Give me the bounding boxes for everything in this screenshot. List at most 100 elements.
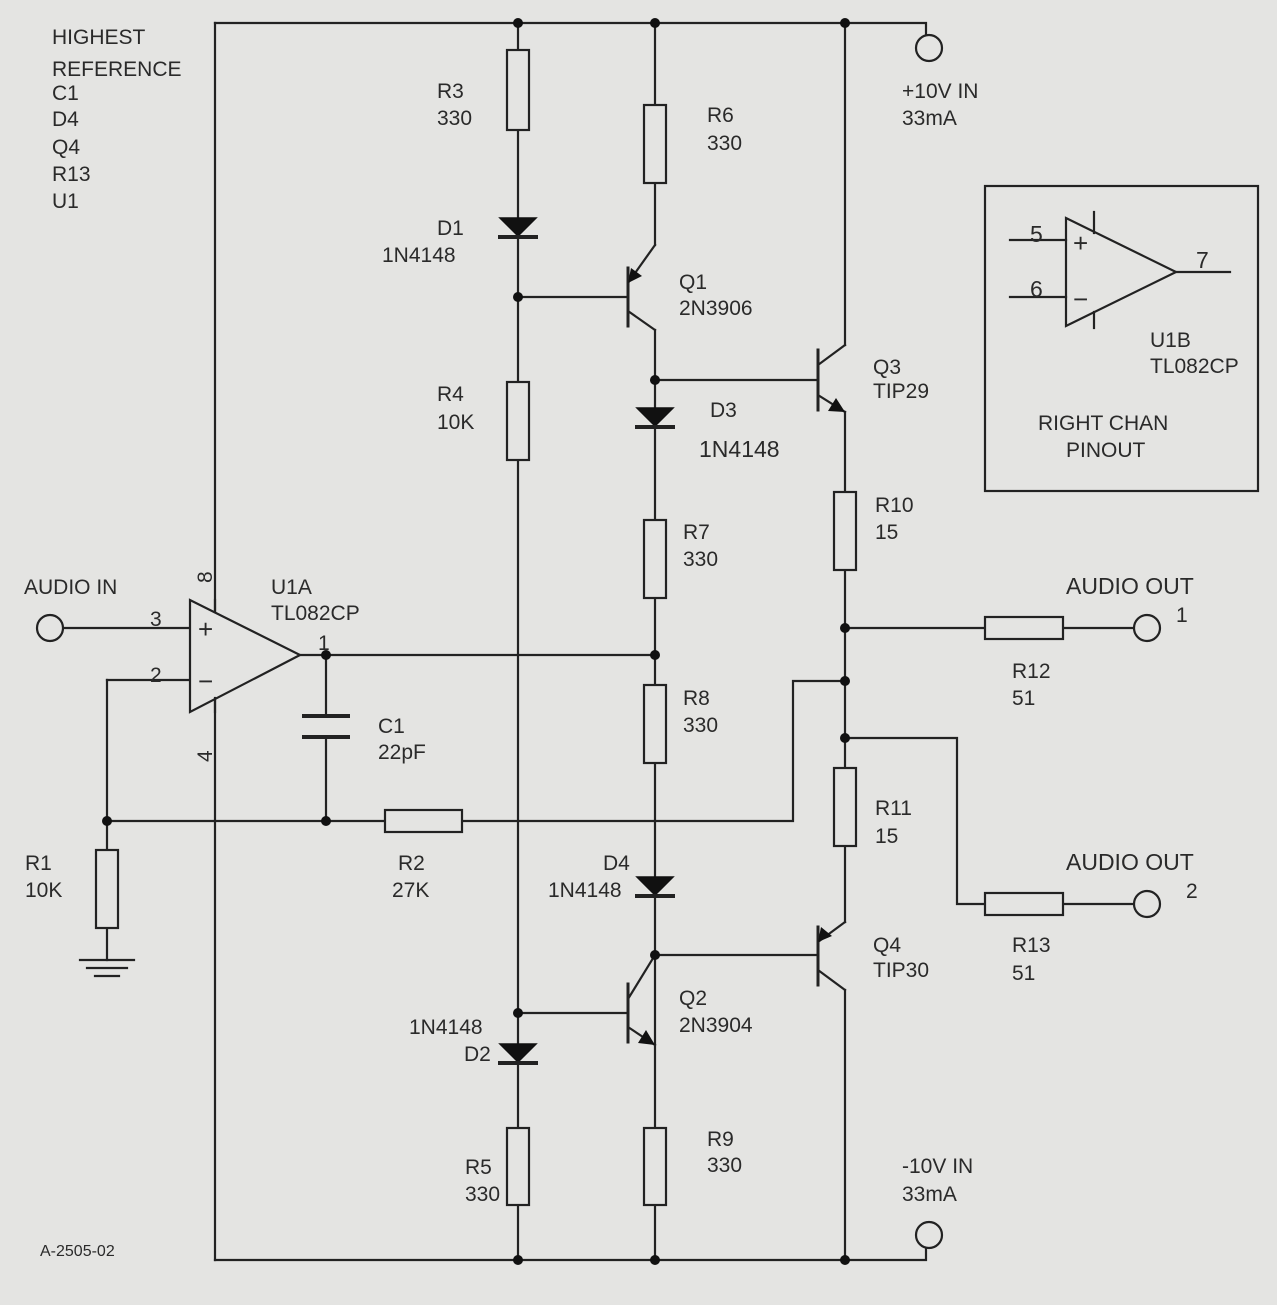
q1-ref: Q1 bbox=[679, 271, 707, 294]
r9-value: 330 bbox=[707, 1154, 742, 1177]
q3-ref: Q3 bbox=[873, 356, 901, 379]
resistor-r1-body bbox=[94, 848, 120, 930]
r3-ref: R3 bbox=[437, 80, 464, 103]
q1-part: 2N3906 bbox=[679, 297, 753, 320]
r1-ref: R1 bbox=[25, 852, 52, 875]
transistor-q2-symbol bbox=[626, 953, 657, 1047]
d1-ref: D1 bbox=[437, 217, 464, 240]
r1-value: 10K bbox=[25, 879, 62, 902]
c1-ref: C1 bbox=[378, 715, 405, 738]
resistor-r4-body bbox=[505, 380, 531, 462]
r9-ref: R9 bbox=[707, 1128, 734, 1151]
d3-part: 1N4148 bbox=[699, 436, 780, 462]
r8-value: 330 bbox=[683, 714, 718, 737]
resistor-r6-body bbox=[642, 103, 668, 185]
r4-ref: R4 bbox=[437, 383, 464, 406]
u1a-pin-vplus: 8 bbox=[194, 571, 217, 583]
r13-value: 51 bbox=[1012, 962, 1035, 985]
resistor-bodies bbox=[94, 48, 1065, 1207]
r10-value: 15 bbox=[875, 521, 898, 544]
d2-ref: D2 bbox=[464, 1043, 491, 1066]
q2-part: 2N3904 bbox=[679, 1014, 753, 1037]
u1b-pin-plus: 5 bbox=[1030, 221, 1043, 247]
vminus-terminal bbox=[914, 1220, 944, 1250]
d2-part: 1N4148 bbox=[409, 1016, 483, 1039]
audio-out1-terminal bbox=[1132, 613, 1162, 643]
highest-reference-item: U1 bbox=[52, 190, 79, 213]
highest-reference-item: Q4 bbox=[52, 136, 80, 159]
u1a-pin-vminus: 4 bbox=[194, 750, 217, 762]
r7-value: 330 bbox=[683, 548, 718, 571]
u1a-ref: U1A bbox=[271, 576, 312, 599]
r3-value: 330 bbox=[437, 107, 472, 130]
audio-out2-terminal bbox=[1132, 889, 1162, 919]
resistor-r5-body bbox=[505, 1126, 531, 1207]
r2-ref: R2 bbox=[398, 852, 425, 875]
r5-ref: R5 bbox=[465, 1156, 492, 1179]
resistor-r8-body bbox=[642, 683, 668, 765]
u1b-pinout-inset bbox=[983, 184, 1260, 493]
resistor-r12-body bbox=[983, 615, 1065, 641]
audio-out2-label: AUDIO OUT bbox=[1066, 849, 1194, 875]
u1a-pin-minus: 2 bbox=[150, 664, 162, 687]
resistor-r9-body bbox=[642, 1126, 668, 1207]
vminus-current: 33mA bbox=[902, 1183, 957, 1206]
audio-out2-number: 2 bbox=[1186, 880, 1198, 903]
u1b-plus-sign: + bbox=[1073, 228, 1088, 258]
highest-reference-item: D4 bbox=[52, 108, 79, 131]
u1a-part: TL082CP bbox=[271, 602, 360, 625]
r7-ref: R7 bbox=[683, 521, 710, 544]
r10-ref: R10 bbox=[875, 494, 914, 517]
diode-d1-symbol bbox=[498, 217, 538, 239]
d4-part: 1N4148 bbox=[548, 879, 622, 902]
u1a-plus-sign: + bbox=[198, 614, 213, 644]
u1b-caption-line1: RIGHT CHAN bbox=[1038, 412, 1168, 435]
d1-part: 1N4148 bbox=[382, 244, 456, 267]
vplus-terminal bbox=[914, 33, 944, 63]
u1a-pin-plus: 3 bbox=[150, 608, 162, 631]
r12-value: 51 bbox=[1012, 687, 1035, 710]
r6-ref: R6 bbox=[707, 104, 734, 127]
transistor-q4-symbol bbox=[816, 920, 847, 992]
capacitor-c1-symbol bbox=[302, 714, 350, 739]
u1b-caption-line2: PINOUT bbox=[1066, 439, 1146, 462]
u1b-minus-sign: − bbox=[1073, 284, 1088, 314]
audio-out1-label: AUDIO OUT bbox=[1066, 573, 1194, 599]
drawing-number: A-2505-02 bbox=[40, 1243, 115, 1260]
diode-d4-symbol bbox=[635, 876, 675, 898]
r12-ref: R12 bbox=[1012, 660, 1051, 683]
r11-value: 15 bbox=[875, 825, 898, 848]
highest-reference-title-line2: REFERENCE bbox=[52, 58, 182, 81]
resistor-r3-body bbox=[505, 48, 531, 132]
vminus-label: -10V IN bbox=[902, 1155, 973, 1178]
q4-ref: Q4 bbox=[873, 934, 901, 957]
diode-d3-symbol bbox=[635, 407, 675, 429]
resistor-r2-body bbox=[383, 808, 464, 834]
d4-ref: D4 bbox=[603, 852, 630, 875]
r4-value: 10K bbox=[437, 411, 474, 434]
r8-ref: R8 bbox=[683, 687, 710, 710]
audio-in-label: AUDIO IN bbox=[24, 576, 117, 599]
resistor-r11-body bbox=[832, 766, 858, 848]
u1b-pin-minus: 6 bbox=[1030, 276, 1043, 302]
r13-ref: R13 bbox=[1012, 934, 1051, 957]
transistor-q3-symbol bbox=[816, 343, 847, 414]
audio-in-terminal bbox=[35, 613, 65, 643]
wiring bbox=[63, 21, 1135, 1262]
opamp-u1a-symbol bbox=[188, 598, 303, 714]
resistor-r7-body bbox=[642, 518, 668, 600]
vplus-label: +10V IN bbox=[902, 80, 978, 103]
q3-part: TIP29 bbox=[873, 380, 929, 403]
resistor-r10-body bbox=[832, 490, 858, 572]
vplus-current: 33mA bbox=[902, 107, 957, 130]
u1a-minus-sign: − bbox=[198, 666, 213, 696]
c1-value: 22pF bbox=[378, 741, 426, 764]
diode-d2-symbol bbox=[498, 1043, 538, 1065]
d3-ref: D3 bbox=[710, 399, 737, 422]
r6-value: 330 bbox=[707, 132, 742, 155]
ground-icon bbox=[78, 958, 136, 978]
q2-ref: Q2 bbox=[679, 987, 707, 1010]
r5-value: 330 bbox=[465, 1183, 500, 1206]
r2-value: 27K bbox=[392, 879, 429, 902]
